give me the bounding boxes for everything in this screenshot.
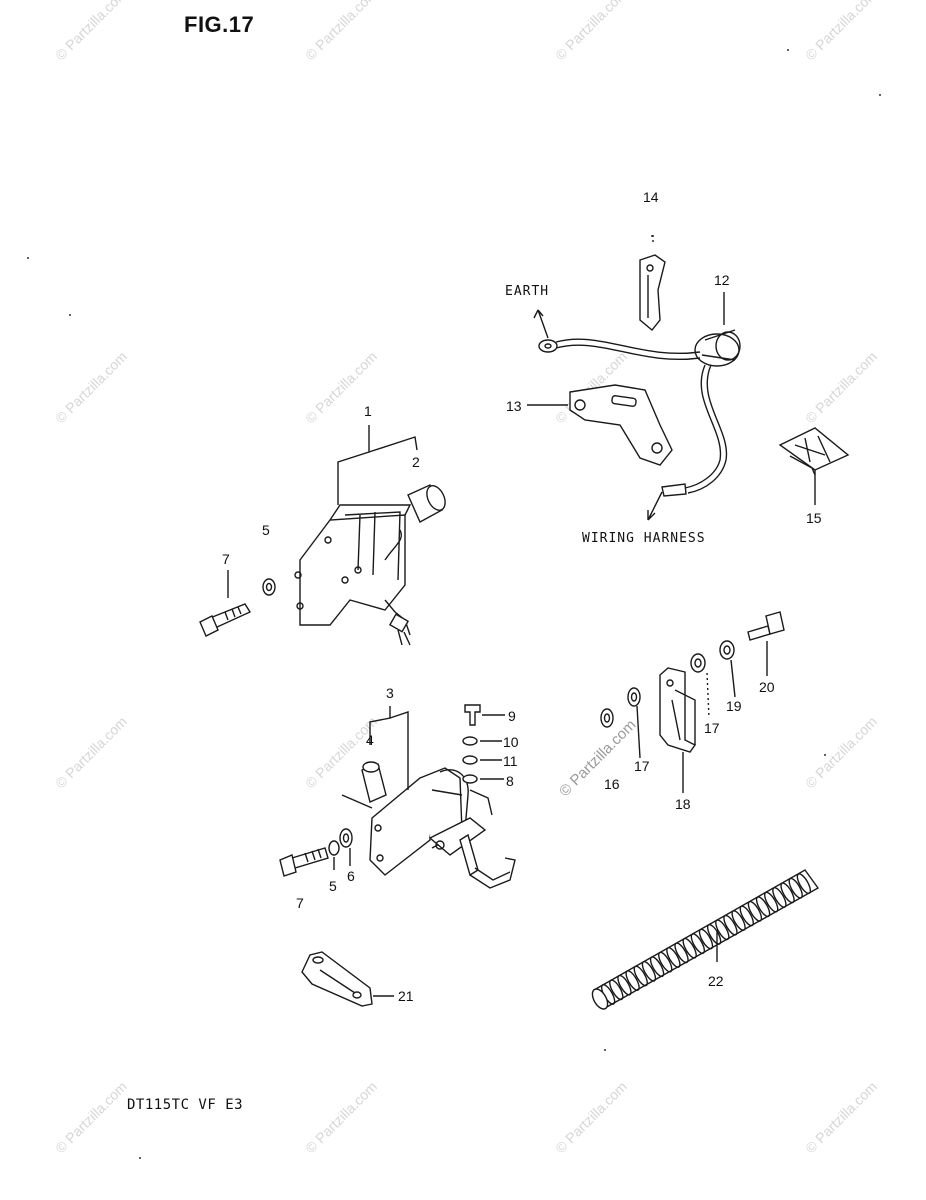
wiring-harness-label: WIRING HARNESS bbox=[582, 531, 706, 546]
tube-rib bbox=[666, 947, 681, 968]
tube-rib bbox=[698, 928, 714, 950]
callout-16: 16 bbox=[604, 776, 620, 792]
earth-label: EARTH bbox=[505, 284, 550, 299]
callout-15: 15 bbox=[806, 510, 822, 526]
tube-rib bbox=[682, 937, 697, 959]
tube-rib bbox=[609, 979, 624, 1001]
tube-rib bbox=[796, 873, 812, 895]
tube-rib bbox=[739, 905, 754, 927]
tube-rib bbox=[690, 933, 706, 955]
tube-rib bbox=[764, 891, 779, 913]
callout-9: 9 bbox=[508, 708, 516, 724]
collar-4 bbox=[361, 761, 387, 803]
tube-rib bbox=[723, 914, 738, 936]
tube-rib bbox=[658, 951, 673, 973]
clip-14 bbox=[639, 254, 666, 331]
washer-17-left bbox=[627, 687, 641, 707]
tube-rib bbox=[788, 877, 803, 899]
callout-14: 14 bbox=[643, 189, 659, 205]
tube-rib bbox=[649, 956, 665, 978]
washer-5-upper bbox=[262, 578, 276, 596]
callout-11: 11 bbox=[503, 753, 518, 769]
clamp-15 bbox=[778, 427, 850, 476]
callout-5-lower: 5 bbox=[329, 878, 337, 894]
callout-19: 19 bbox=[726, 698, 742, 714]
bolt-9 bbox=[464, 704, 481, 726]
lower-bracket-assembly bbox=[341, 767, 516, 889]
bolt-7-upper bbox=[199, 603, 252, 637]
callout-8: 8 bbox=[506, 773, 514, 789]
washer-5-lower bbox=[328, 840, 340, 856]
tube-rib bbox=[674, 942, 689, 964]
callout-17-left: 17 bbox=[634, 758, 650, 774]
tube-rib bbox=[747, 900, 763, 922]
callout-7-upper: 7 bbox=[222, 551, 230, 567]
tube-rib bbox=[625, 970, 640, 991]
tube-rib bbox=[731, 910, 746, 931]
upper-bracket-assembly bbox=[294, 504, 412, 646]
callout-3: 3 bbox=[386, 685, 394, 701]
callout-1: 1 bbox=[364, 403, 372, 419]
callout-2: 2 bbox=[412, 454, 420, 470]
washer-6 bbox=[339, 828, 353, 848]
grommet-12 bbox=[694, 329, 741, 367]
plate-13 bbox=[569, 384, 673, 466]
callout-6: 6 bbox=[347, 868, 355, 884]
bracket-18 bbox=[659, 667, 697, 753]
callout-17-right: 17 bbox=[704, 720, 720, 736]
tube-rib bbox=[633, 965, 648, 987]
tube-rib bbox=[755, 896, 771, 918]
callout-7-lower: 7 bbox=[296, 895, 304, 911]
callout-10: 10 bbox=[503, 734, 519, 750]
tube-rib bbox=[617, 974, 632, 996]
callout-22: 22 bbox=[708, 973, 724, 989]
callout-12: 12 bbox=[714, 272, 730, 288]
tube-rib bbox=[780, 882, 795, 904]
nut-16 bbox=[600, 708, 614, 728]
tube-22 bbox=[591, 869, 820, 1010]
callout-18: 18 bbox=[675, 796, 691, 812]
figure-title: FIG.17 bbox=[184, 12, 255, 37]
model-code: DT115TC VF E3 bbox=[127, 1097, 244, 1113]
callout-20: 20 bbox=[759, 679, 775, 695]
bolt-20 bbox=[747, 611, 785, 641]
washer-17-right bbox=[690, 653, 706, 673]
washer-8 bbox=[462, 774, 478, 784]
callout-4: 4 bbox=[366, 732, 374, 748]
callout-21: 21 bbox=[398, 988, 414, 1004]
clip-21 bbox=[301, 951, 373, 1007]
bolt-7-lower bbox=[279, 847, 329, 877]
washer-10 bbox=[462, 736, 478, 746]
callout-5-upper: 5 bbox=[262, 522, 270, 538]
washer-19 bbox=[719, 640, 735, 660]
callout-13: 13 bbox=[506, 398, 522, 414]
tube-rib bbox=[772, 887, 787, 908]
nut-11 bbox=[462, 755, 478, 765]
tube-rib bbox=[641, 960, 657, 982]
tube-rib bbox=[715, 919, 730, 941]
collar-2 bbox=[407, 484, 446, 523]
